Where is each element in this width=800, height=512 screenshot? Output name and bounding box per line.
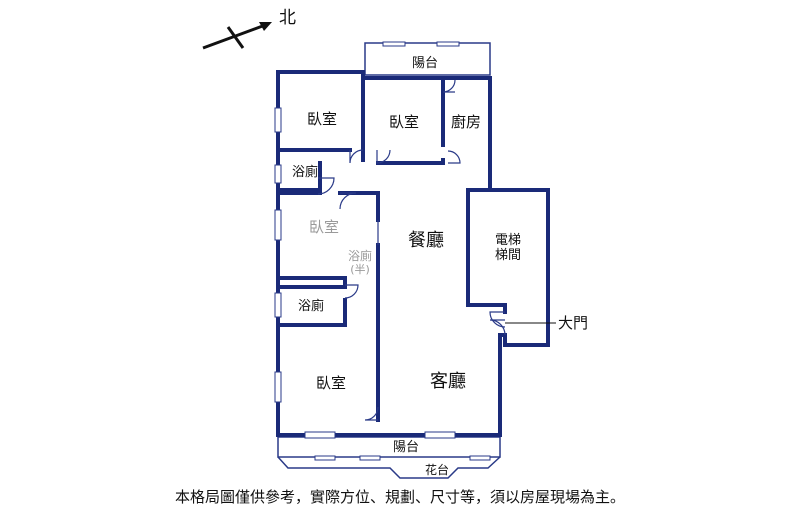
elevator-label-top: 電梯 bbox=[495, 233, 521, 248]
kitchen-label: 廚房 bbox=[451, 113, 481, 131]
bedroom-2-label: 臥室 bbox=[389, 113, 419, 131]
walls bbox=[276, 70, 550, 437]
living-label: 客廳 bbox=[430, 371, 466, 392]
disclaimer-caption: 本格局圖僅供參考，實際方位、規劃、尺寸等，須以房屋現場為主。 bbox=[174, 488, 625, 506]
balcony-top bbox=[364, 41, 491, 76]
bedroom-3-label: 臥室 bbox=[309, 218, 339, 236]
north-label: 北 bbox=[279, 8, 296, 28]
half-bath-label: 浴廁 bbox=[348, 248, 372, 263]
compass-icon bbox=[202, 22, 272, 50]
garden-label: 花台 bbox=[425, 462, 449, 477]
balcony-top-label: 陽台 bbox=[412, 56, 438, 71]
balcony-bottom-label: 陽台 bbox=[393, 440, 419, 455]
bedroom-1-label: 臥室 bbox=[307, 110, 337, 128]
balcony-bottom bbox=[277, 436, 501, 479]
main-door-label: 大門 bbox=[558, 314, 588, 332]
bedroom-4-label: 臥室 bbox=[316, 374, 346, 392]
bath-1-label: 浴廁 bbox=[292, 164, 318, 180]
dining-label: 餐廳 bbox=[408, 230, 444, 251]
elevator-label-bottom: 梯間 bbox=[495, 248, 521, 263]
bath-2-label: 浴廁 bbox=[298, 298, 324, 314]
windows-left bbox=[274, 107, 456, 439]
door-swings bbox=[317, 79, 506, 421]
half-bath-sub-label: (半) bbox=[350, 262, 370, 276]
